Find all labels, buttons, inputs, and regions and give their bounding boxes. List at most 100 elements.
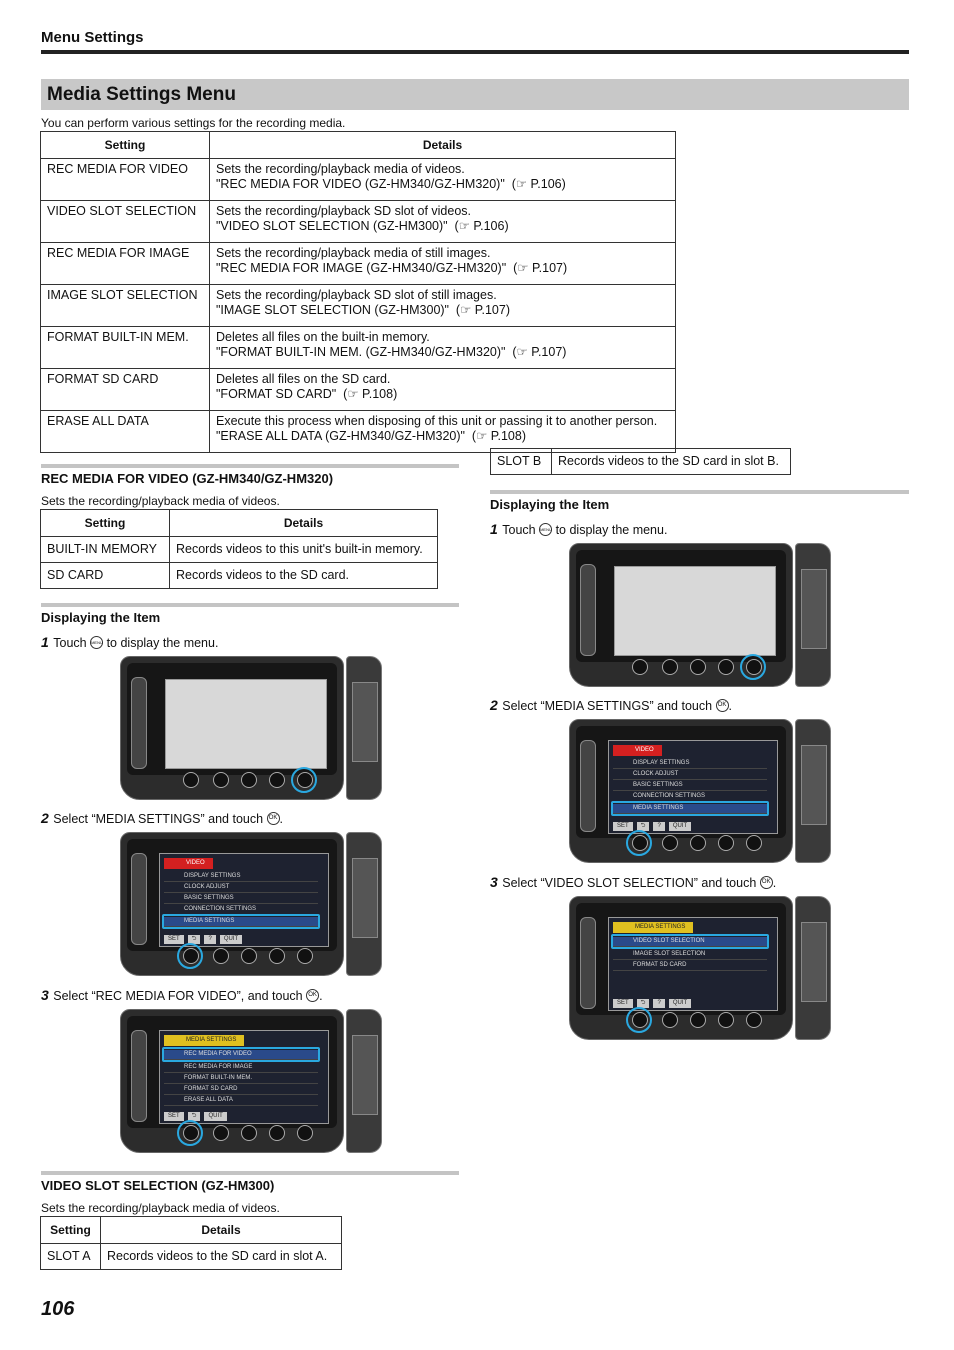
menu-button[interactable] xyxy=(297,1125,313,1141)
reference-link[interactable]: "IMAGE SLOT SELECTION (GZ-HM300)" (☞ P.1… xyxy=(216,303,510,317)
help-button[interactable]: ? xyxy=(204,935,216,944)
reference-link[interactable]: "FORMAT BUILT-IN MEM. (GZ-HM340/GZ-HM320… xyxy=(216,345,567,359)
menu-item-selected[interactable]: REC MEDIA FOR VIDEO xyxy=(164,1050,318,1060)
back-button[interactable]: ⮌ xyxy=(187,935,201,944)
menu-item-selected[interactable]: VIDEO SLOT SELECTION xyxy=(613,937,767,947)
camera-button[interactable] xyxy=(718,835,734,851)
menu-icon: MENU xyxy=(539,523,553,537)
menu-item-selected[interactable]: MEDIA SETTINGS xyxy=(164,917,318,927)
help-button[interactable]: ? xyxy=(653,999,665,1008)
menu-head: MEDIA SETTINGS xyxy=(164,1035,245,1046)
table-header: Setting xyxy=(40,1216,101,1244)
back-button[interactable]: ⮌ xyxy=(187,1112,201,1121)
help-button[interactable]: ? xyxy=(653,822,665,831)
section-desc: Sets the recording/playback media of vid… xyxy=(41,1201,280,1215)
camera-button[interactable] xyxy=(690,1012,706,1028)
menu-item[interactable]: FORMAT SD CARD xyxy=(164,1085,318,1095)
reference-link[interactable]: "ERASE ALL DATA (GZ-HM340/GZ-HM320)" (☞ … xyxy=(216,429,526,443)
camera-button[interactable] xyxy=(241,948,257,964)
camera-button[interactable] xyxy=(718,1012,734,1028)
menu-item[interactable]: REC MEDIA FOR IMAGE xyxy=(164,1063,318,1073)
menu-item[interactable]: FORMAT SD CARD xyxy=(613,961,767,971)
step-text: Select “REC MEDIA FOR VIDEO”, and touch xyxy=(53,989,307,1003)
step-text: Touch xyxy=(53,636,91,650)
menu-button[interactable] xyxy=(297,948,313,964)
highlight-ring xyxy=(177,943,203,969)
step-text: Select “MEDIA SETTINGS” and touch xyxy=(53,812,267,826)
menu-screen: MEDIA SETTINGS VIDEO SLOT SELECTION IMAG… xyxy=(608,917,778,1011)
section-rule xyxy=(41,464,459,468)
menu-button[interactable] xyxy=(746,835,762,851)
quit-button[interactable]: QUIT xyxy=(204,1112,227,1121)
camera-button[interactable] xyxy=(662,835,678,851)
highlight-frame xyxy=(162,1047,320,1062)
step-number: 2 xyxy=(41,810,49,826)
set-button[interactable]: SET xyxy=(613,999,633,1008)
set-button[interactable]: SET xyxy=(164,1112,184,1121)
menu-item[interactable]: CLOCK ADJUST xyxy=(164,883,318,893)
camera-button[interactable] xyxy=(662,659,678,675)
detail-text: Deletes all files on the built-in memory… xyxy=(216,330,430,344)
reference-link[interactable]: "FORMAT SD CARD" (☞ P.108) xyxy=(216,387,398,401)
step-1-right: 1 Touch MENU to display the menu. xyxy=(490,521,667,539)
highlight-ring xyxy=(626,830,652,856)
menu-item[interactable]: BASIC SETTINGS xyxy=(613,781,767,791)
quit-button[interactable]: QUIT xyxy=(668,999,692,1008)
reference-link[interactable]: "REC MEDIA FOR IMAGE (GZ-HM340/GZ-HM320)… xyxy=(216,261,568,275)
step-number: 1 xyxy=(41,634,49,650)
menu-icon: MENU xyxy=(90,636,104,650)
table-row: SLOT B Records videos to the SD card in … xyxy=(490,448,791,475)
highlight-ring xyxy=(177,1120,203,1146)
menu-item[interactable]: IMAGE SLOT SELECTION xyxy=(613,950,767,960)
ok-button[interactable] xyxy=(632,659,648,675)
ok-button[interactable] xyxy=(183,772,199,788)
step-text: Select “MEDIA SETTINGS” and touch xyxy=(502,699,716,713)
table-header: Details xyxy=(169,509,438,537)
menu-item[interactable]: DISPLAY SETTINGS xyxy=(164,872,318,882)
camera-button[interactable] xyxy=(690,659,706,675)
camera-button[interactable] xyxy=(213,1125,229,1141)
back-button[interactable]: ⮌ xyxy=(636,822,650,831)
camera-button[interactable] xyxy=(241,1125,257,1141)
reference-link[interactable]: "VIDEO SLOT SELECTION (GZ-HM300)" (☞ P.1… xyxy=(216,219,509,233)
step-2-left: 2 Select “MEDIA SETTINGS” and touch OK. xyxy=(41,810,283,828)
menu-button[interactable] xyxy=(746,1012,762,1028)
camera-button[interactable] xyxy=(690,835,706,851)
camera-button[interactable] xyxy=(213,772,229,788)
camera-button[interactable] xyxy=(718,659,734,675)
camera-button[interactable] xyxy=(269,1125,285,1141)
setting-name: SLOT B xyxy=(497,454,542,468)
camera-button[interactable] xyxy=(213,948,229,964)
back-button[interactable]: ⮌ xyxy=(636,999,650,1008)
menu-item[interactable]: CLOCK ADJUST xyxy=(613,770,767,780)
menu-screen: VIDEO DISPLAY SETTINGS CLOCK ADJUST BASI… xyxy=(608,740,778,834)
set-button[interactable]: SET xyxy=(164,935,184,944)
highlight-frame xyxy=(162,914,320,929)
page-number: 106 xyxy=(41,1298,75,1320)
menu-item[interactable]: ERASE ALL DATA xyxy=(164,1096,318,1106)
reference-link[interactable]: "REC MEDIA FOR VIDEO (GZ-HM340/GZ-HM320)… xyxy=(216,177,566,191)
camera-button[interactable] xyxy=(269,948,285,964)
camera-button[interactable] xyxy=(662,1012,678,1028)
menu-screen: MEDIA SETTINGS REC MEDIA FOR VIDEO REC M… xyxy=(159,1030,329,1124)
menu-item[interactable]: FORMAT BUILT-IN MEM. xyxy=(164,1074,318,1084)
quit-button[interactable]: QUIT xyxy=(219,935,243,944)
ok-icon: OK xyxy=(306,989,320,1003)
menu-head: VIDEO xyxy=(613,745,662,756)
camera-button[interactable] xyxy=(241,772,257,788)
set-button[interactable]: SET xyxy=(613,822,633,831)
menu-item-selected[interactable]: MEDIA SETTINGS xyxy=(613,804,767,814)
setting-name: SD CARD xyxy=(47,568,104,582)
table-row: FORMAT BUILT-IN MEM.Deletes all files on… xyxy=(40,326,676,369)
highlight-ring xyxy=(626,1007,652,1033)
camera-illustration: VIDEO DISPLAY SETTINGS CLOCK ADJUST BASI… xyxy=(569,719,831,863)
step-2-right: 2 Select “MEDIA SETTINGS” and touch OK. xyxy=(490,697,732,715)
menu-item[interactable]: BASIC SETTINGS xyxy=(164,894,318,904)
menu-item[interactable]: DISPLAY SETTINGS xyxy=(613,759,767,769)
quit-button[interactable]: QUIT xyxy=(668,822,692,831)
detail-text: Records videos to the SD card. xyxy=(176,568,349,582)
camera-button[interactable] xyxy=(269,772,285,788)
table-header: Setting xyxy=(40,131,210,159)
ok-icon: OK xyxy=(759,876,773,890)
